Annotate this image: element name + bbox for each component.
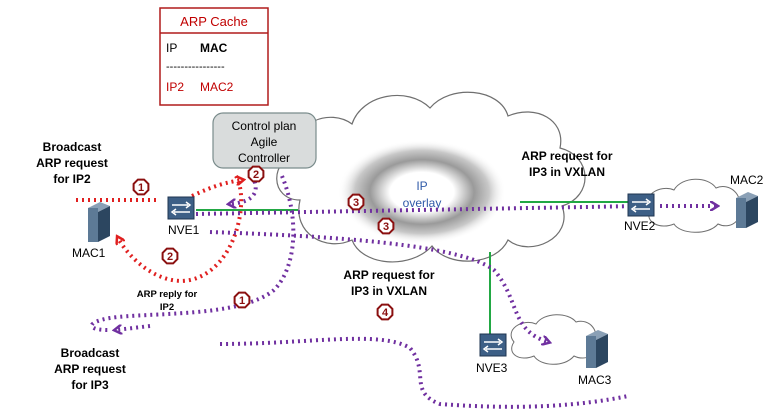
- flow-vxlan-to-nve3: [209, 230, 548, 342]
- arp-cache-entry-ip: IP2: [166, 80, 184, 94]
- overlay-label-line2: overlay: [403, 196, 442, 210]
- flow-nve1-to-controller: [191, 180, 242, 198]
- arp-req-vxlan-mid-line2: IP3 in VXLAN: [351, 284, 427, 298]
- nve1-switch-icon: [167, 196, 195, 220]
- step-number-s4: 4: [382, 307, 389, 319]
- red-flows: [76, 174, 244, 283]
- arp-reply-line2: IP2: [160, 302, 174, 313]
- purple-flows: [89, 175, 716, 409]
- arp-req-vxlan-top-line2: IP3 in VXLAN: [529, 165, 605, 179]
- arp-cache-title: ARP Cache: [180, 14, 248, 29]
- flow-controller-to-nve1: [230, 175, 258, 204]
- nve3-switch-icon: [479, 333, 507, 357]
- controller-line3: Controller: [238, 151, 290, 165]
- broadcast-ip2-line2: ARP request: [36, 156, 108, 170]
- mac3-label: MAC3: [578, 373, 612, 387]
- broadcast-ip3-line2: ARP request: [54, 362, 126, 376]
- step-number-s3a: 3: [353, 197, 359, 209]
- step-number-s2b: 2: [167, 251, 173, 263]
- mac1-label: MAC1: [72, 246, 106, 260]
- ip-overlay-cloud: IP overlay: [276, 91, 586, 263]
- arp-req-vxlan-mid-line1: ARP request for: [343, 268, 434, 282]
- flow-arp-reply: [118, 174, 244, 283]
- controller-line2: Agile: [251, 135, 278, 149]
- agile-controller: Control plan Agile Controller: [212, 112, 317, 169]
- overlay-label-line1: IP: [416, 179, 427, 193]
- mac2-server-icon: [736, 192, 758, 228]
- step-marker-s2a: 2: [247, 165, 265, 183]
- broadcast-ip3-line3: for IP3: [71, 378, 109, 392]
- controller-line1: Control plan: [232, 119, 297, 133]
- flow-vxlan-bottom: [219, 336, 629, 409]
- arp-reply-line1: ARP reply for: [137, 289, 198, 300]
- step-number-s3b: 3: [383, 221, 389, 233]
- arp-cache-header-mac: MAC: [200, 41, 228, 55]
- step-marker-s1a: 1: [132, 178, 150, 196]
- step-number-s2a: 2: [253, 169, 259, 181]
- step-markers: 1 2 2 1 3 3 4: [132, 165, 395, 321]
- broadcast-ip2-line1: Broadcast: [43, 140, 102, 154]
- mac3-server-icon: [586, 330, 608, 368]
- flow-vxlan-to-nve2: [195, 204, 641, 216]
- arp-cache-header-ip: IP: [166, 41, 177, 55]
- mac1-server-icon: [88, 202, 110, 242]
- broadcast-ip3-line1: Broadcast: [61, 346, 120, 360]
- arp-req-vxlan-top-line1: ARP request for: [521, 149, 612, 163]
- arp-cache-table: ARP Cache IP MAC ---------------- IP2 MA…: [159, 7, 269, 106]
- step-number-s1a: 1: [138, 182, 144, 194]
- nve2-label: NVE2: [624, 219, 656, 233]
- nve1-label: NVE1: [168, 223, 200, 237]
- nve3-label: NVE3: [476, 361, 508, 375]
- nve2-switch-icon: [627, 193, 655, 217]
- step-marker-s1b: 1: [233, 291, 251, 309]
- step-marker-s4: 4: [376, 303, 394, 321]
- arp-cache-divider: ----------------: [166, 61, 225, 73]
- step-marker-s3b: 3: [377, 217, 395, 235]
- step-number-s1b: 1: [239, 295, 245, 307]
- step-marker-s2b: 2: [161, 247, 179, 265]
- arp-cache-entry-mac: MAC2: [200, 80, 234, 94]
- mac2-label: MAC2: [730, 173, 764, 187]
- site-cloud-mac3: [510, 314, 597, 365]
- step-marker-s3a: 3: [347, 193, 365, 211]
- broadcast-ip2-line3: for IP2: [53, 172, 91, 186]
